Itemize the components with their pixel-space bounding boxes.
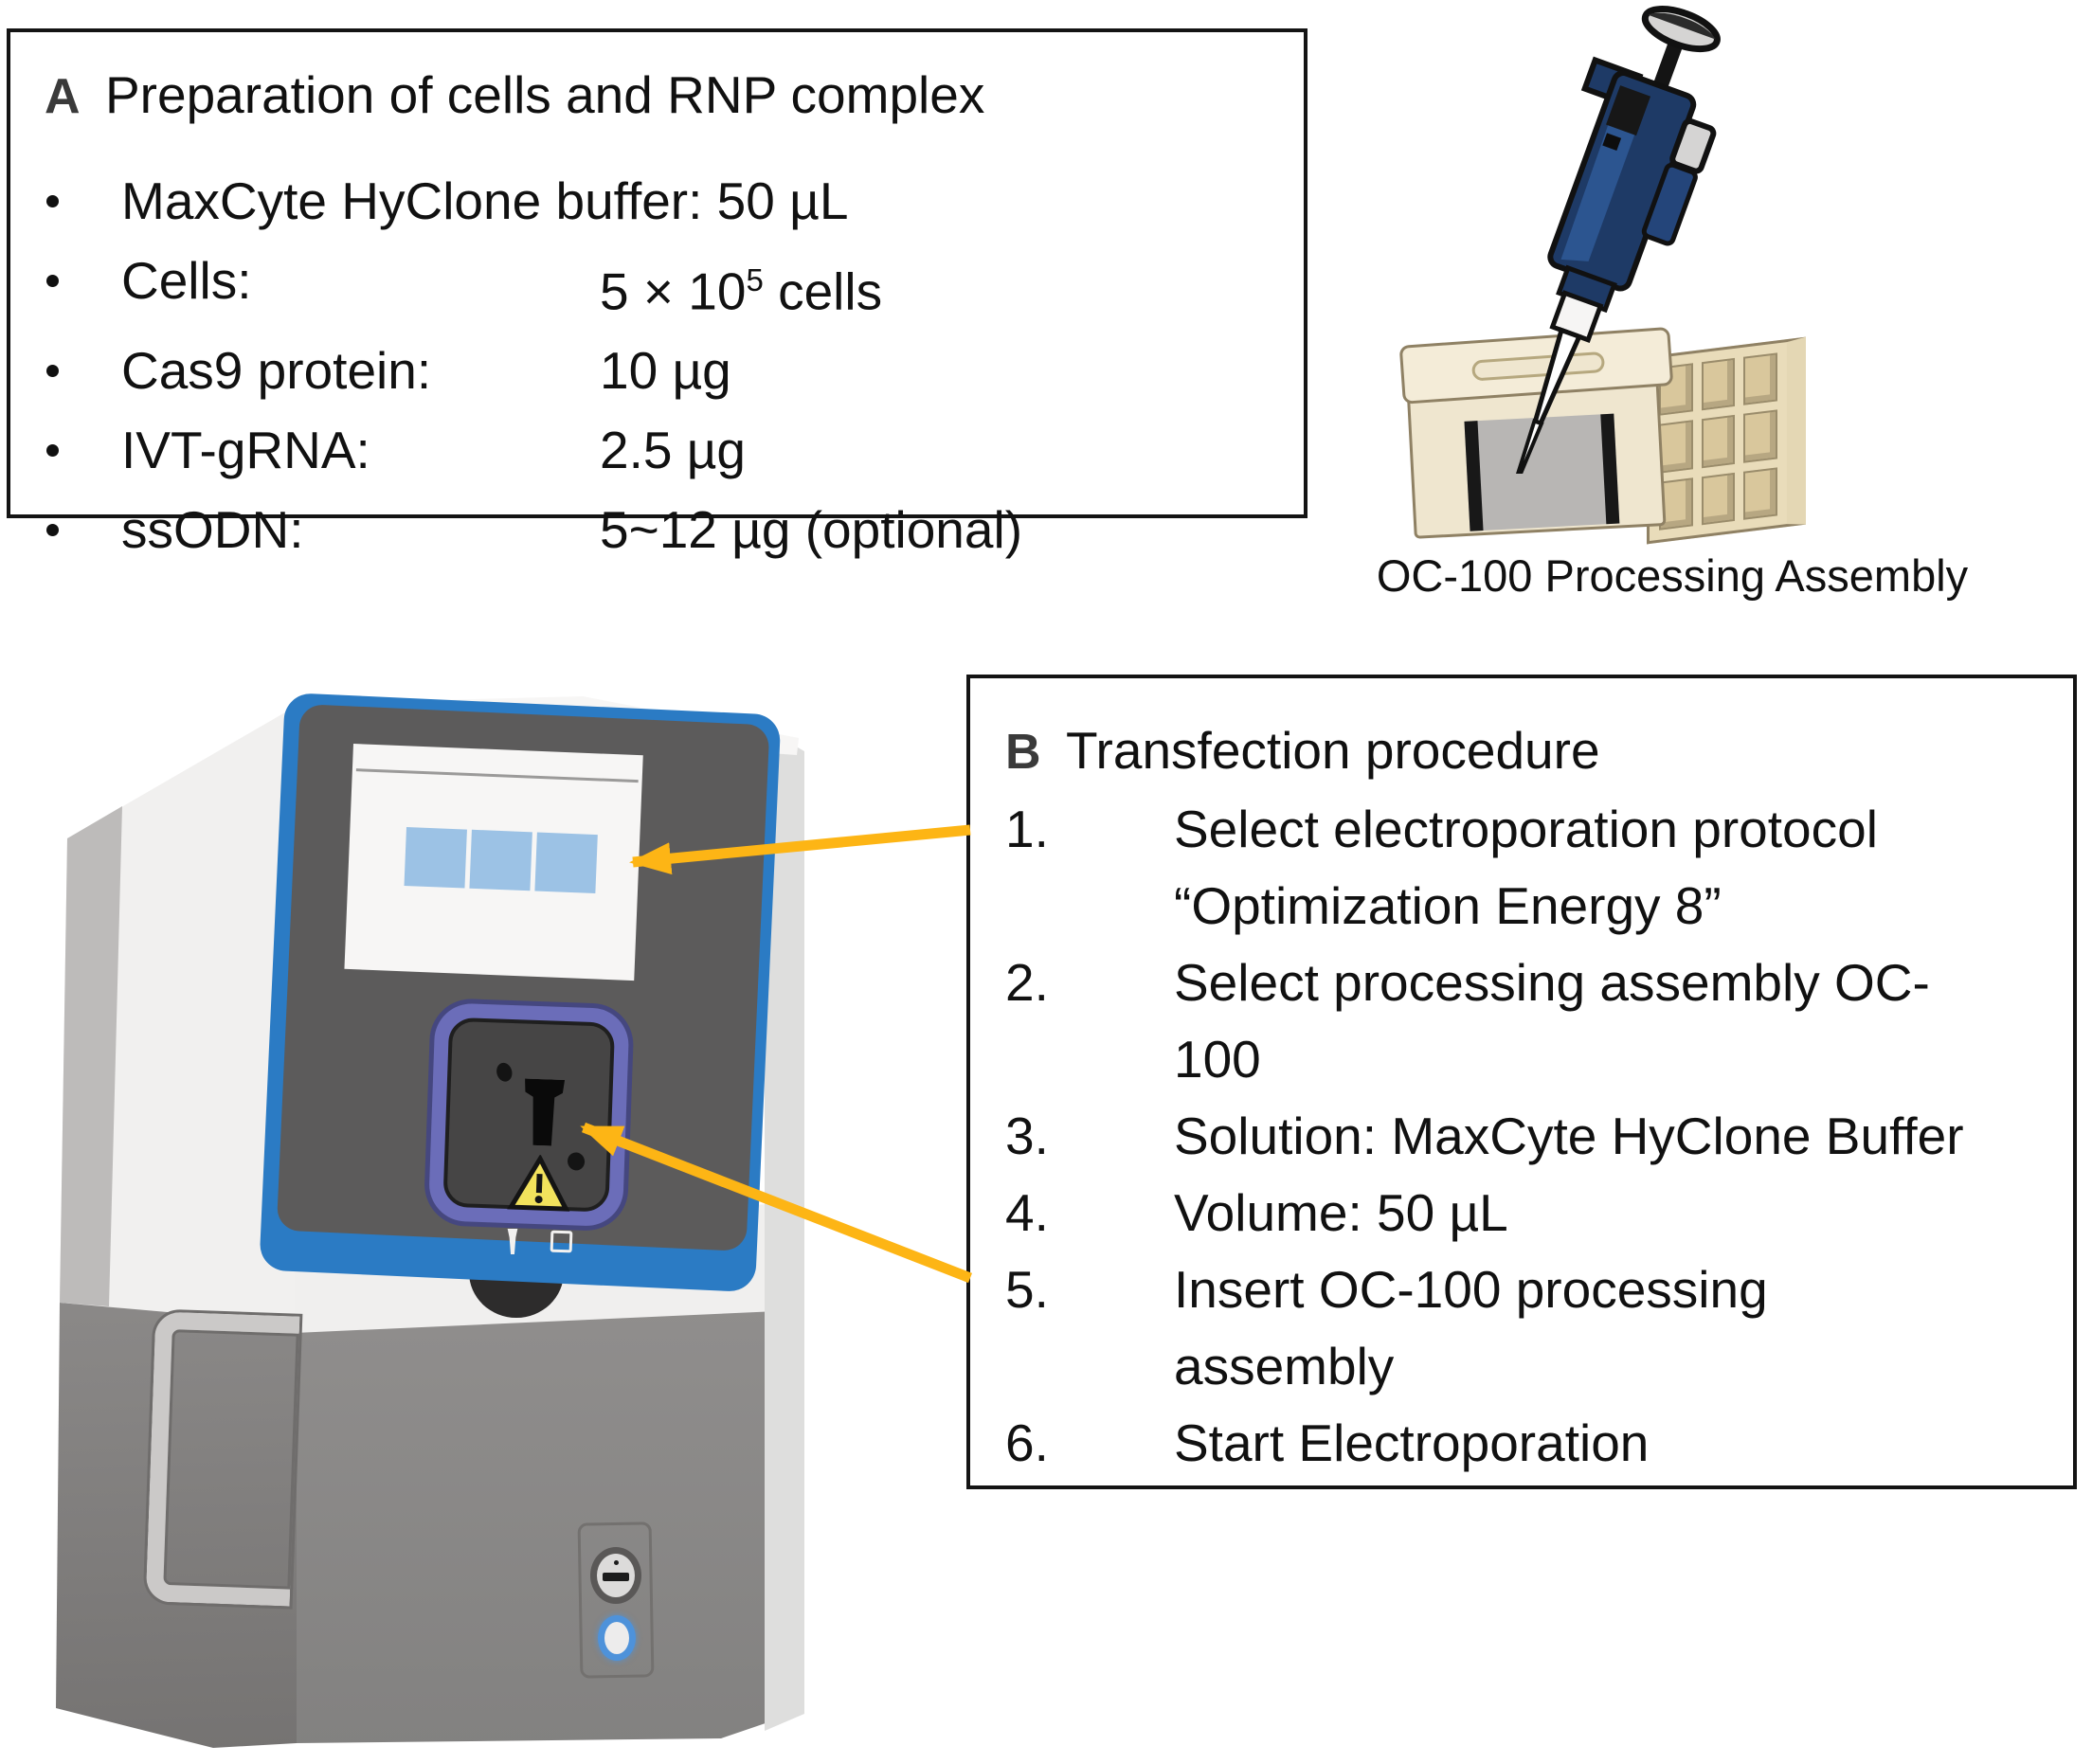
prep-item-cells: Cells: 5 × 105 cells [45,241,1285,331]
step-text: Volume: 50 µL [1174,1175,2058,1251]
pipette-drawing [1513,6,1721,483]
step-line: Select processing assembly OC- [1174,953,1930,1012]
procedure-step-1: 1. Select electroporation protocol “Opti… [1005,791,2058,945]
panel-a-title: Preparation of cells and RNP complex [105,65,985,124]
prep-item-ssODN: ssODN: 5~12 µg (optional) [45,490,1285,569]
step-number: 2. [1005,953,1049,1012]
procedure-step-6: 6. Start Electroporation [1005,1405,2058,1482]
procedure-step-3: 3. Solution: MaxCyte HyClone Buffer [1005,1098,2058,1175]
step-text: Select processing assembly OC- 100 [1174,945,2058,1098]
screen-titlebar-line [355,768,639,783]
pipette-plunger-button [1641,6,1721,53]
step-number: 6. [1005,1413,1049,1472]
power-button [598,1615,636,1661]
bullet-icon [46,365,59,378]
warning-triangle-icon [507,1153,570,1212]
panel-b-procedure: B Transfection procedure 1. Select elect… [966,675,2077,1489]
pipette-volume-window [1606,85,1651,136]
pipette-illustration [1513,0,1838,483]
pipette-body-highlight [1560,108,1645,261]
machine-handle [145,1311,300,1607]
step-line: Solution: MaxCyte HyClone Buffer [1174,1107,1964,1165]
machine-lower-front [297,1276,799,1743]
prep-item-value: 2.5 µg [600,421,747,480]
progress-square-icon [404,827,467,889]
tray-cell [1743,467,1777,520]
key-lock-icon [590,1547,641,1604]
slot-square-icon [550,1230,573,1253]
slot-pin-icon [507,1229,518,1254]
step-number: 4. [1005,1183,1049,1242]
assembly-caption: OC-100 Processing Assembly [1376,550,1969,601]
panel-a-letter: A [45,69,81,124]
prep-item-label: ssODN: [121,500,304,560]
bullet-icon [46,444,59,458]
machine-side-lower [56,1303,297,1748]
prep-item-cas9: Cas9 protein: 10 µg [45,331,1285,410]
pipette-shaft [1532,327,1583,427]
step-line: assembly [1174,1337,1395,1395]
step-line: Insert OC-100 processing [1174,1260,1768,1319]
pipette-tip [1513,418,1544,483]
prep-item-value: 5 × 105 cells [600,261,883,321]
prep-item-label: Cas9 protein: [121,341,432,401]
machine-slot-bezel [423,998,635,1233]
prep-item-label: IVT-gRNA: [121,421,370,480]
pipette-plunger-shade [1648,12,1716,40]
prep-item-value: 10 µg [600,341,731,401]
step-text: Solution: MaxCyte HyClone Buffer [1174,1098,2058,1175]
procedure-step-5: 5. Insert OC-100 processing assembly [1005,1251,2058,1405]
prep-item-label: MaxCyte HyClone buffer: 50 µL [121,171,849,230]
bullet-icon [46,275,59,287]
panel-b-letter: B [1005,725,1041,780]
step-text: Insert OC-100 processing assembly [1174,1251,2058,1405]
pipette-adjust-knob [1602,133,1622,152]
panel-b-title-row: B Transfection procedure [1005,712,2058,791]
step-number: 5. [1005,1260,1049,1319]
machine-slot-plate [442,1017,616,1213]
progress-square-icon [469,829,532,891]
procedure-step-2: 2. Select processing assembly OC- 100 [1005,945,2058,1098]
prep-item-buffer: MaxCyte HyClone buffer: 50 µL [45,161,1285,241]
step-number: 1. [1005,800,1049,858]
slot-screw-icon [494,1060,514,1084]
prep-item-gRNA: IVT-gRNA: 2.5 µg [45,410,1285,490]
step-line: Select electroporation protocol [1174,800,1878,858]
step-line: “Optimization Energy 8” [1174,876,1722,935]
panel-a-preparation: A Preparation of cells and RNP complex M… [7,28,1308,559]
step-line: 100 [1174,1030,1261,1089]
screen-progress-squares [404,827,598,894]
bullet-icon [46,195,59,207]
prep-item-label: Cells: [121,251,252,310]
step-line: Start Electroporation [1174,1413,1650,1472]
procedure-step-4: 4. Volume: 50 µL [1005,1175,2058,1251]
pipette-ejector-sleeve [1641,162,1698,246]
bullet-icon [46,524,59,537]
step-text: Start Electroporation [1174,1405,2058,1482]
keyhole-slot-icon [523,1079,565,1146]
prep-item-value: 5~12 µg (optional) [600,500,1023,560]
step-line: Volume: 50 µL [1174,1183,1508,1242]
progress-square-icon [534,832,598,894]
panel-a-title-row: A Preparation of cells and RNP complex [45,47,1285,144]
panel-b-title: Transfection procedure [1066,721,1600,780]
step-text: Select electroporation protocol “Optimiz… [1174,791,2058,945]
tray-cell [1701,472,1736,526]
electroporator-illustration [52,693,805,1753]
step-number: 3. [1005,1107,1049,1165]
